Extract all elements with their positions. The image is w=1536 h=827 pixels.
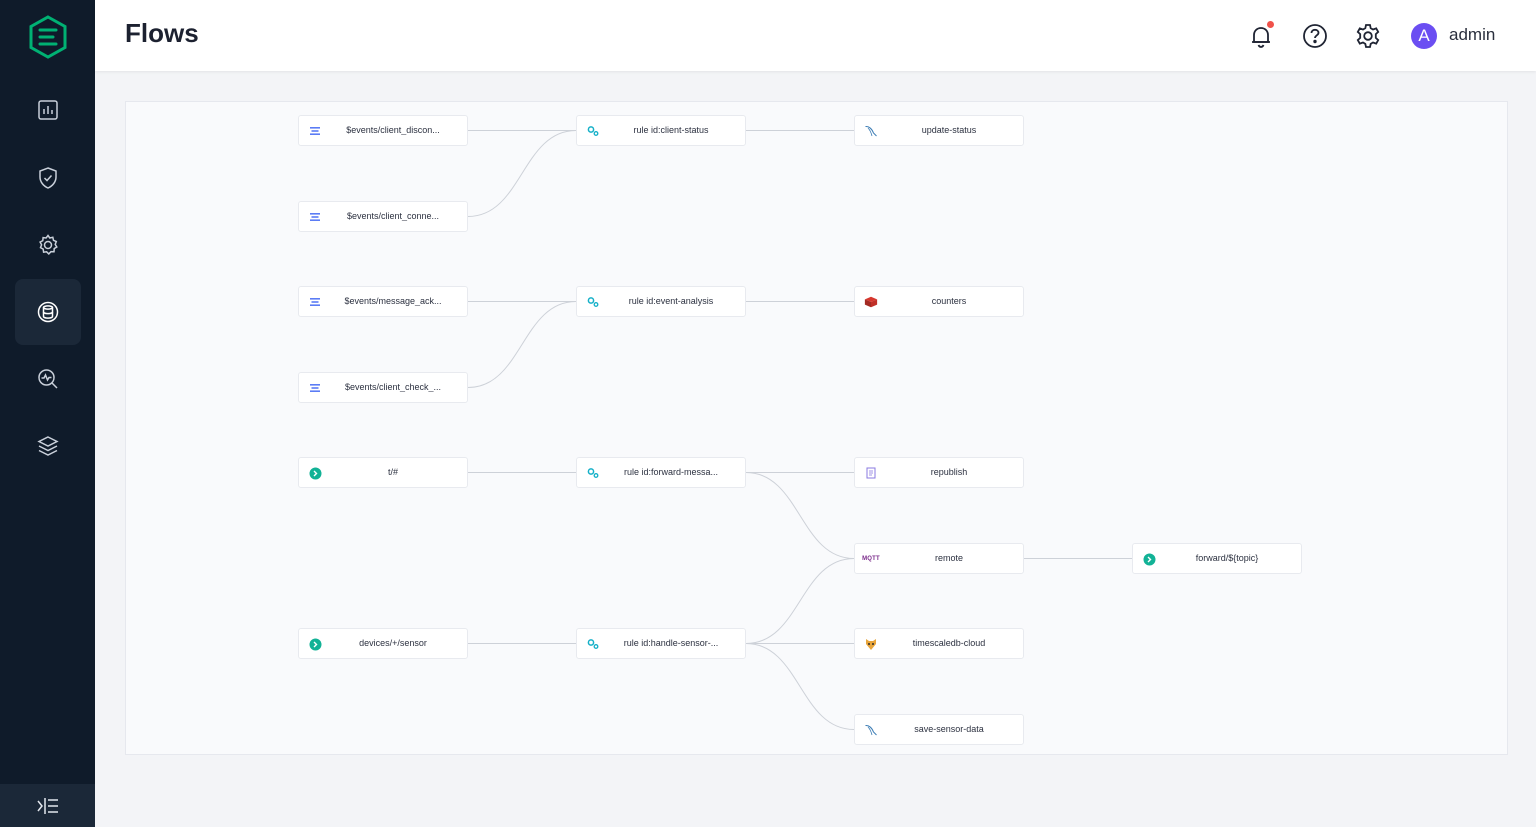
flow-node-a3[interactable]: republish	[854, 457, 1024, 488]
sidebar-item-integration[interactable]	[15, 279, 81, 345]
flow-node-label: update-status	[921, 125, 977, 135]
topic-icon	[1142, 552, 1156, 566]
mysql-icon	[864, 723, 878, 737]
rule-icon	[586, 295, 600, 309]
flow-node-n6[interactable]: devices/+/sensor	[298, 628, 468, 659]
page-title: Flows	[125, 18, 199, 48]
sidebar	[0, 0, 95, 827]
sidebar-item-management[interactable]	[15, 212, 81, 278]
flow-node-r2[interactable]: rule id:event-analysis	[576, 286, 746, 317]
flow-node-label: rule id:handle-sensor-...	[623, 638, 719, 648]
flow-node-n1[interactable]: $events/client_discon...	[298, 115, 468, 146]
republish-icon	[864, 466, 878, 480]
rule-icon	[586, 466, 600, 480]
flow-edge	[745, 643, 855, 730]
flow-node-a6[interactable]: save-sensor-data	[854, 714, 1024, 745]
chart-icon	[38, 100, 58, 120]
shield-icon	[39, 167, 57, 189]
flow-node-a4[interactable]: MQTT remote	[854, 543, 1024, 574]
flow-node-label: rule id:event-analysis	[628, 296, 714, 306]
flow-canvas[interactable]: $events/client_discon... $events/client_c…	[125, 101, 1508, 755]
avatar[interactable]: A	[1411, 23, 1437, 49]
flow-node-r4[interactable]: rule id:handle-sensor-...	[576, 628, 746, 659]
flow-node-label: save-sensor-data	[914, 724, 984, 734]
event-icon	[308, 295, 322, 309]
sidebar-item-access-control[interactable]	[15, 145, 81, 211]
event-icon	[308, 381, 322, 395]
notification-dot	[1266, 20, 1275, 29]
username-label[interactable]: admin	[1449, 25, 1496, 44]
flow-node-n4[interactable]: $events/client_check_...	[298, 372, 468, 403]
flow-node-label: devices/+/sensor	[359, 638, 427, 648]
flow-node-n2[interactable]: $events/client_conne...	[298, 201, 468, 232]
flow-node-r3[interactable]: rule id:forward-messa...	[576, 457, 746, 488]
bell-icon	[1252, 27, 1270, 48]
gear-icon	[39, 234, 58, 255]
flow-node-label: $events/message_ack...	[344, 296, 442, 306]
help-icon	[1303, 24, 1327, 48]
sidebar-item-diagnose[interactable]	[15, 346, 81, 412]
timescale-icon	[864, 637, 878, 651]
flow-node-label: rule id:forward-messa...	[623, 467, 719, 477]
layers-icon	[37, 436, 59, 456]
logo-icon	[29, 15, 67, 59]
rule-icon	[586, 637, 600, 651]
flow-node-n5[interactable]: t/#	[298, 457, 468, 488]
flow-node-label: remote	[934, 553, 963, 563]
topic-icon	[308, 466, 322, 480]
flow-node-f1[interactable]: forward/${topic}	[1132, 543, 1302, 574]
mysql-icon	[864, 124, 878, 138]
flow-node-label: rule id:client-status	[633, 125, 709, 135]
help-button[interactable]	[1301, 22, 1329, 50]
flow-node-a5[interactable]: timescaledb-cloud	[854, 628, 1024, 659]
redis-icon	[864, 295, 878, 309]
flow-node-r1[interactable]: rule id:client-status	[576, 115, 746, 146]
flow-edge	[745, 558, 855, 644]
flow-node-label: $events/client_check_...	[344, 382, 442, 392]
sidebar-collapse-button[interactable]	[0, 784, 95, 827]
flow-node-a2[interactable]: counters	[854, 286, 1024, 317]
notification-button[interactable]	[1247, 20, 1275, 50]
monitor-icon	[38, 369, 58, 389]
topic-icon	[308, 637, 322, 651]
collapse-icon	[36, 797, 58, 814]
flow-node-label: counters	[931, 296, 967, 306]
event-icon	[308, 124, 322, 138]
database-icon	[37, 301, 59, 323]
flow-node-a1[interactable]: update-status	[854, 115, 1024, 146]
flow-edge	[467, 301, 577, 388]
flow-node-label: forward/${topic}	[1195, 553, 1259, 563]
flow-node-n3[interactable]: $events/message_ack...	[298, 286, 468, 317]
rule-icon	[586, 124, 600, 138]
flow-node-label: timescaledb-cloud	[912, 638, 986, 648]
event-icon	[308, 210, 322, 224]
flow-edges	[467, 130, 1132, 730]
flow-node-label: republish	[930, 467, 968, 477]
flow-edge	[467, 130, 577, 217]
flow-node-label: $events/client_discon...	[346, 125, 440, 135]
flow-node-label: t/#	[387, 467, 398, 477]
top-header: Flows A admin	[95, 0, 1536, 71]
mqtt-icon: MQTT	[862, 556, 880, 562]
flow-node-label: $events/client_conne...	[346, 211, 440, 221]
settings-button[interactable]	[1354, 22, 1382, 50]
sidebar-item-extensions[interactable]	[15, 413, 81, 479]
settings-gear-icon	[1356, 24, 1380, 48]
sidebar-item-dashboard[interactable]	[15, 77, 81, 143]
flow-edge	[745, 472, 855, 559]
